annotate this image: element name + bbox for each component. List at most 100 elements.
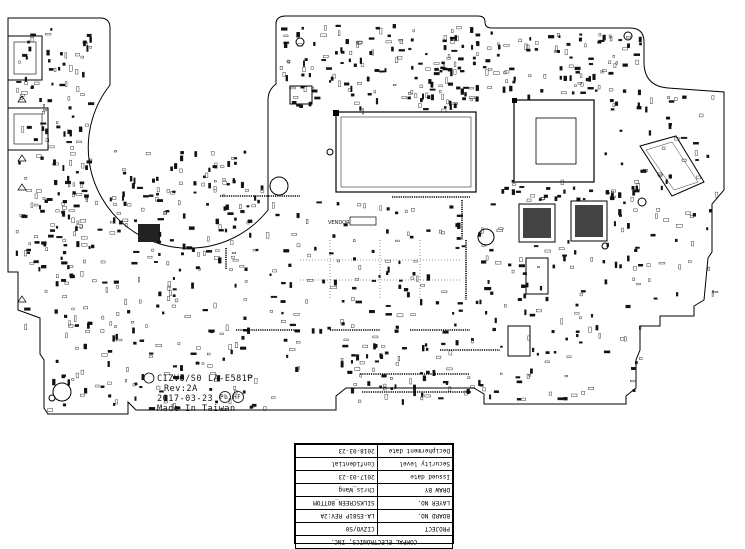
smd-footprint xyxy=(308,101,312,107)
smd-footprint xyxy=(464,92,467,97)
mounting-hole xyxy=(637,197,647,207)
smd-footprint xyxy=(592,73,596,80)
pb-free-text: Pb xyxy=(220,394,228,401)
smd-footprint xyxy=(79,181,85,185)
smd-footprint xyxy=(109,197,112,202)
smd-footprint xyxy=(571,91,575,95)
smd-footprint xyxy=(416,275,419,282)
smd-footprint xyxy=(663,218,670,222)
smd-footprint xyxy=(68,106,72,110)
smd-footprint xyxy=(485,59,491,63)
smd-footprint xyxy=(632,389,636,392)
smd-footprint xyxy=(296,212,300,219)
smd-footprint xyxy=(588,387,594,390)
smd-footprint xyxy=(100,329,105,333)
smd-footprint xyxy=(156,304,160,308)
smd-footprint xyxy=(613,63,617,68)
smd-footprint xyxy=(554,196,558,202)
smd-footprint xyxy=(375,26,380,30)
smd-footprint xyxy=(148,352,154,355)
smd-footprint xyxy=(340,62,344,64)
smd-footprint xyxy=(133,341,137,345)
smd-footprint xyxy=(229,268,233,271)
smd-footprint xyxy=(147,256,153,259)
smd-footprint xyxy=(240,181,244,189)
smd-footprint xyxy=(362,344,368,348)
smd-footprint xyxy=(524,309,527,316)
smd-footprint xyxy=(231,251,236,254)
smd-footprint xyxy=(117,229,121,233)
smd-footprint xyxy=(539,197,546,200)
smd-footprint xyxy=(335,51,338,55)
smd-footprint xyxy=(639,325,642,330)
halogen-free-mark xyxy=(232,391,244,403)
smd-footprint xyxy=(448,350,453,356)
smd-footprint xyxy=(530,194,535,198)
smd-footprint xyxy=(612,103,616,107)
smd-footprint xyxy=(347,88,352,92)
smd-footprint xyxy=(169,290,172,296)
smd-footprint xyxy=(530,368,533,374)
smd-footprint xyxy=(63,131,66,137)
smd-footprint xyxy=(213,256,220,260)
board-outline xyxy=(7,15,725,415)
smd-footprint xyxy=(59,83,66,87)
smd-footprint xyxy=(350,360,354,364)
smd-footprint xyxy=(125,223,128,227)
smd-footprint xyxy=(71,307,75,311)
smd-footprint xyxy=(668,122,672,126)
smd-footprint xyxy=(390,387,394,390)
smd-footprint xyxy=(62,250,67,255)
smd-footprint xyxy=(249,232,252,238)
smd-footprint xyxy=(95,200,98,205)
smd-footprint xyxy=(301,26,304,30)
smd-footprint xyxy=(224,228,228,233)
smd-footprint xyxy=(692,212,696,217)
smd-footprint xyxy=(359,106,362,111)
smd-footprint xyxy=(330,76,334,81)
smd-footprint xyxy=(438,397,444,400)
smd-footprint xyxy=(446,99,449,105)
smd-footprint xyxy=(588,57,594,60)
smd-footprint xyxy=(387,34,391,38)
smd-footprint xyxy=(80,369,84,375)
smd-footprint xyxy=(86,323,90,329)
smd-footprint xyxy=(178,200,181,206)
smd-footprint xyxy=(574,66,581,71)
smd-footprint xyxy=(296,341,301,344)
smd-footprint xyxy=(529,313,536,317)
smd-footprint xyxy=(327,326,331,330)
smd-footprint xyxy=(485,287,492,291)
smd-footprint xyxy=(79,393,85,397)
smd-footprint xyxy=(609,88,614,92)
usb-connector-top xyxy=(7,35,43,81)
smd-footprint xyxy=(194,151,198,157)
smd-footprint xyxy=(332,234,336,238)
smd-footprint xyxy=(578,37,582,42)
smd-footprint xyxy=(584,43,587,48)
smd-footprint xyxy=(688,260,692,263)
smd-footprint xyxy=(446,367,453,371)
smd-footprint xyxy=(38,267,41,272)
smd-footprint xyxy=(78,126,83,132)
smd-footprint xyxy=(603,350,611,354)
smd-footprint xyxy=(307,279,314,282)
smd-footprint xyxy=(80,271,84,277)
smd-footprint xyxy=(451,49,458,52)
smd-footprint xyxy=(202,309,209,312)
smd-footprint xyxy=(24,177,28,180)
smd-footprint xyxy=(515,190,521,193)
smd-footprint xyxy=(453,69,457,75)
smd-footprint xyxy=(272,269,277,273)
smd-footprint xyxy=(71,378,75,381)
smd-footprint xyxy=(622,63,628,67)
board-revision: Rev:2A xyxy=(164,384,198,394)
smd-footprint xyxy=(580,91,586,95)
smd-footprint xyxy=(574,84,577,87)
smd-footprint xyxy=(623,201,626,205)
orientation-marker-1 xyxy=(17,154,27,162)
smd-footprint xyxy=(351,297,355,301)
smd-footprint xyxy=(167,281,171,288)
smd-footprint xyxy=(220,408,226,411)
smd-footprint xyxy=(351,354,356,357)
